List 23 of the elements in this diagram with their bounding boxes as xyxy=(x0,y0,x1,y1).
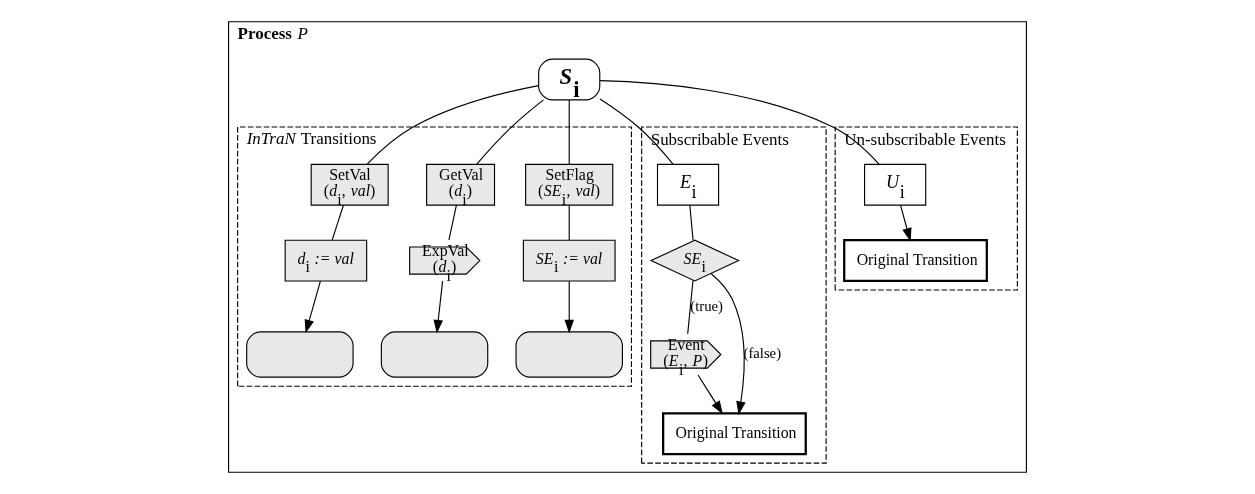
node-box: Original Transition xyxy=(662,412,807,456)
connector xyxy=(599,98,674,165)
connector xyxy=(476,99,545,165)
node-box: Original Transition xyxy=(843,239,988,283)
node-oval xyxy=(246,331,354,378)
connector xyxy=(689,204,694,242)
node-oval xyxy=(380,331,489,378)
edge-label: (true) xyxy=(690,297,723,314)
connector xyxy=(366,85,540,165)
edge-label: (false) xyxy=(743,345,782,362)
connector xyxy=(331,204,344,241)
arrow xyxy=(564,280,574,334)
connector xyxy=(448,204,457,241)
connector xyxy=(599,80,880,165)
arrow xyxy=(710,273,746,416)
connector xyxy=(568,99,570,165)
arrow xyxy=(899,204,912,242)
arrow xyxy=(433,280,444,334)
arrow xyxy=(304,280,321,334)
arrow xyxy=(697,374,723,415)
node-oval xyxy=(515,331,623,378)
connector xyxy=(568,204,570,241)
connector xyxy=(687,279,694,335)
